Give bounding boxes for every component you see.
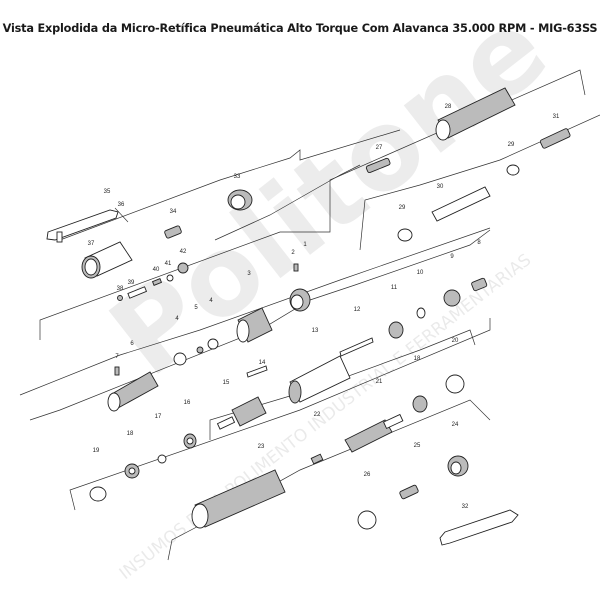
part-31-inlet bbox=[539, 128, 571, 149]
callout-label: 13 bbox=[312, 328, 319, 334]
callout-label: 34 bbox=[170, 209, 177, 215]
part-24-nut bbox=[447, 455, 469, 477]
callout-label: 12 bbox=[354, 307, 361, 313]
part-18-bearing bbox=[124, 463, 140, 479]
part-7-key bbox=[114, 366, 120, 376]
part-27-fitting bbox=[365, 157, 391, 174]
part-19-collet bbox=[89, 486, 107, 502]
part-2-screw bbox=[293, 263, 299, 272]
page-title: Vista Explodida da Micro-Retífica Pneumá… bbox=[2, 22, 598, 35]
part-17-washer bbox=[157, 454, 167, 464]
callout-label: 18 bbox=[127, 431, 134, 437]
callout-label: 41 bbox=[165, 261, 172, 267]
part-23-grip-sleeve bbox=[191, 469, 286, 529]
callout-label: 37 bbox=[88, 241, 95, 247]
callout-label: 30 bbox=[437, 184, 444, 190]
part-13-cylinder bbox=[288, 355, 351, 404]
part-1-cap bbox=[289, 288, 311, 312]
part-29b-ring bbox=[397, 228, 413, 242]
part-18b-bearing bbox=[412, 395, 428, 413]
part-10-ring bbox=[416, 307, 426, 319]
part-14-blade bbox=[246, 365, 268, 378]
callout-label: 21 bbox=[376, 379, 383, 385]
part-21-spindle bbox=[344, 413, 404, 453]
callout-label: 9 bbox=[450, 254, 454, 260]
callout-label: 7 bbox=[115, 354, 119, 360]
callout-label: 27 bbox=[376, 145, 383, 151]
part-11-bearing bbox=[388, 321, 404, 339]
part-3-cage bbox=[236, 307, 273, 343]
part-9-bearing bbox=[443, 289, 461, 307]
part-20-sleeve bbox=[445, 374, 465, 394]
part-35-lever bbox=[46, 209, 119, 243]
callout-label: 25 bbox=[414, 443, 421, 449]
callout-label: 32 bbox=[462, 504, 469, 510]
callout-label: 31 bbox=[553, 114, 560, 120]
callout-label: 38 bbox=[117, 286, 124, 292]
part-6-rotor-shaft bbox=[107, 371, 159, 412]
part-28-hose-sleeve bbox=[435, 87, 516, 141]
callout-label: 11 bbox=[391, 285, 398, 291]
part-30-tube bbox=[431, 186, 491, 222]
callout-label: 35 bbox=[104, 189, 111, 195]
part-16-washer bbox=[183, 433, 197, 449]
part-22-screw bbox=[310, 453, 324, 465]
callout-labels: 35 36 37 34 33 38 39 40 41 42 2 1 3 4 5 … bbox=[88, 104, 560, 510]
callout-label: 17 bbox=[155, 414, 162, 420]
callout-label: 26 bbox=[364, 472, 371, 478]
callout-label: 28 bbox=[445, 104, 452, 110]
part-33-ring bbox=[227, 189, 253, 211]
part-8-fitting bbox=[471, 277, 488, 292]
callout-label: 1 bbox=[303, 242, 307, 248]
callout-label: 5 bbox=[194, 305, 198, 311]
callout-label: 4 bbox=[175, 316, 179, 322]
part-26-collet-nut bbox=[357, 510, 377, 530]
callout-label: 20 bbox=[452, 338, 459, 344]
watermark-brand: Politone bbox=[87, 0, 570, 400]
callout-label: 24 bbox=[452, 422, 459, 428]
part-25-collet bbox=[399, 484, 419, 500]
part-29-ring bbox=[506, 164, 520, 176]
callout-label: 36 bbox=[118, 202, 125, 208]
part-15-rotor bbox=[216, 396, 267, 430]
part-12-blade bbox=[339, 337, 374, 357]
watermark: Politone INSUMOS PARA POLIMENTO INDUSTRI… bbox=[87, 0, 570, 584]
callout-label: 3 bbox=[247, 271, 251, 277]
callout-label: 33 bbox=[234, 174, 241, 180]
callout-label: 10 bbox=[417, 270, 424, 276]
callout-label: 29 bbox=[399, 205, 406, 211]
part-32-wrench bbox=[439, 509, 519, 546]
part-38-42-valve-set bbox=[117, 262, 189, 301]
callout-label: 15 bbox=[223, 380, 230, 386]
part-36-pin bbox=[114, 207, 129, 223]
callout-label: 19 bbox=[93, 448, 100, 454]
callout-label: 23 bbox=[258, 444, 265, 450]
callout-label: 4 bbox=[209, 298, 213, 304]
callout-label: 40 bbox=[153, 267, 160, 273]
part-37-valve-housing bbox=[81, 241, 133, 279]
callout-label: 14 bbox=[259, 360, 266, 366]
part-4-5-orings bbox=[173, 338, 219, 366]
callout-label: 39 bbox=[128, 280, 135, 286]
callout-label: 2 bbox=[291, 250, 295, 256]
callout-label: 6 bbox=[130, 341, 134, 347]
callout-label: 29 bbox=[508, 142, 515, 148]
callout-label: 16 bbox=[184, 400, 191, 406]
callout-label: 42 bbox=[180, 249, 187, 255]
callout-label: 8 bbox=[477, 240, 481, 246]
callout-label: 22 bbox=[314, 412, 321, 418]
callout-label: 18 bbox=[414, 356, 421, 362]
part-34-fitting bbox=[164, 225, 182, 239]
